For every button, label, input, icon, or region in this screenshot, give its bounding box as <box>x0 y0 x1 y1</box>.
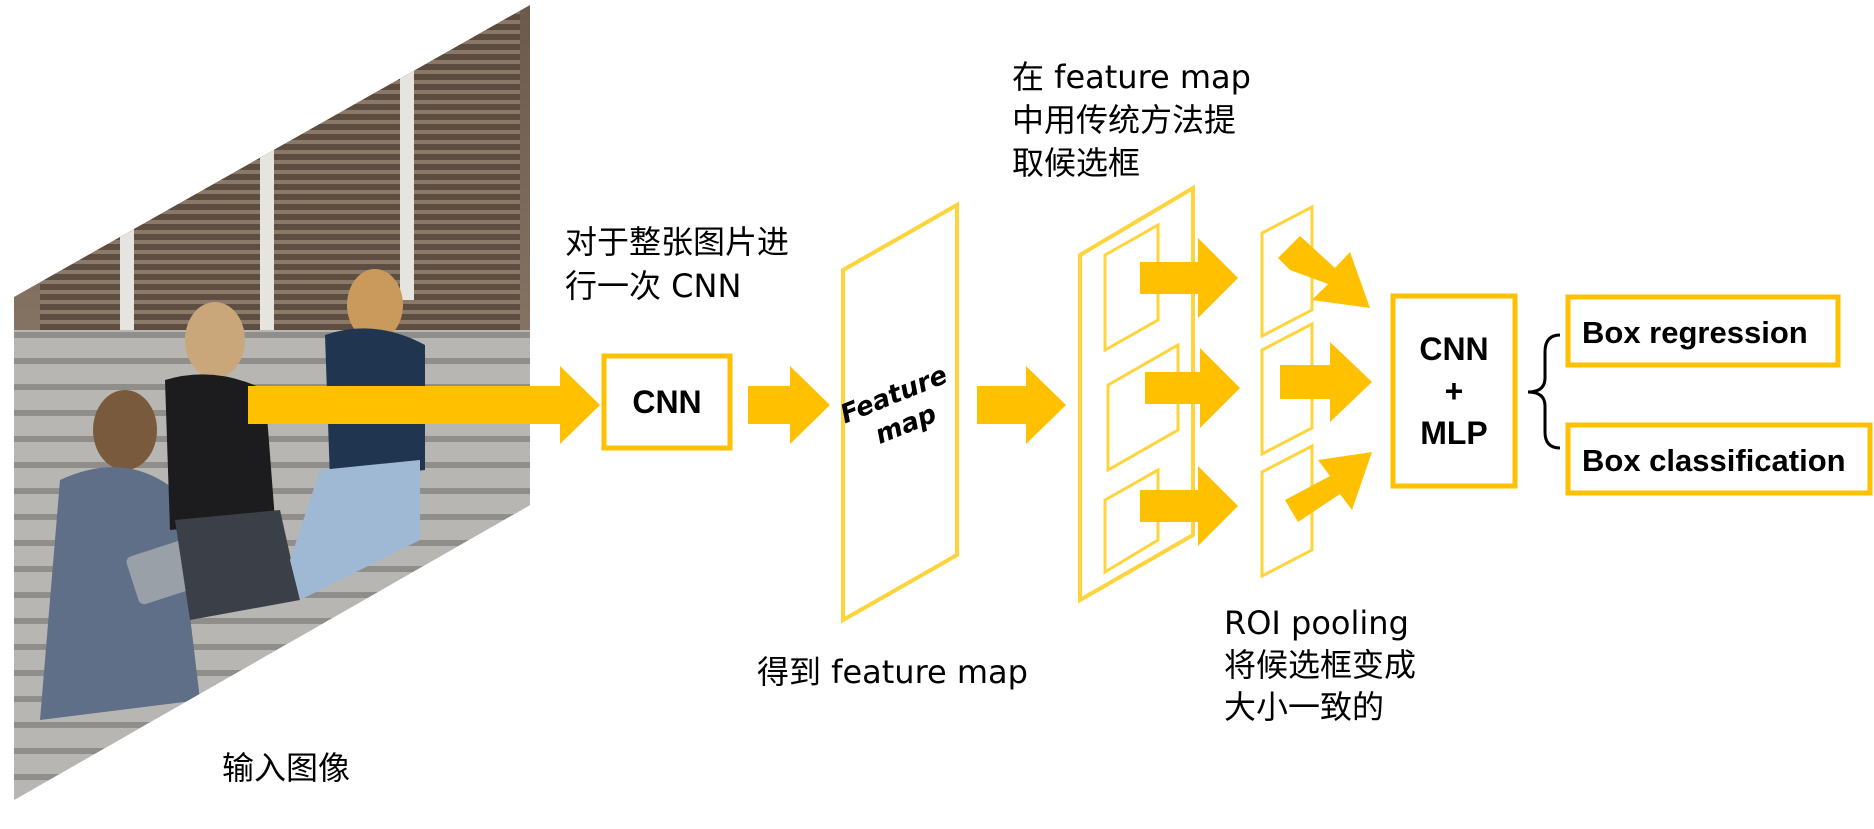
proposal-note-line1: 在 feature map <box>1012 58 1251 96</box>
arrow-image-to-cnn <box>248 366 600 444</box>
arrow-feature-map-to-proposals <box>977 366 1066 444</box>
roi-note-line3: 大小一致的 <box>1224 688 1384 726</box>
roi-box-3 <box>1260 443 1314 579</box>
box-classification <box>1565 422 1873 496</box>
arrow-proposal-2 <box>1145 348 1240 428</box>
proposal-note-line3: 取候选框 <box>1012 144 1140 182</box>
input-image-caption: 输入图像 <box>222 749 350 787</box>
arrow-cnn-to-feature-map <box>748 366 830 444</box>
get-feature-map-text: 得到 feature map <box>757 653 1028 691</box>
arrow-proposal-3 <box>1140 466 1238 546</box>
cnn-note-line2: 行一次 CNN <box>565 267 741 305</box>
output-brace <box>1527 333 1561 450</box>
roi-note-line2: 将候选框变成 <box>1224 646 1416 684</box>
proposal-note-line2: 中用传统方法提 <box>1012 101 1236 139</box>
feature-map-shape <box>841 201 959 624</box>
cnn-box <box>601 353 733 451</box>
arrow-roi-1 <box>1278 236 1370 308</box>
cnn-mlp-label-2: + <box>1445 373 1464 409</box>
box-classification-label: Box classification <box>1582 443 1846 478</box>
cnn-mlp-label-3: MLP <box>1420 415 1488 451</box>
roi-note-line1: ROI pooling <box>1224 604 1409 642</box>
cnn-box-label: CNN <box>632 384 701 420</box>
proposal-box-1 <box>1103 222 1160 353</box>
box-regression-label: Box regression <box>1582 315 1808 350</box>
box-regression <box>1565 294 1841 368</box>
arrow-roi-3 <box>1285 452 1372 522</box>
cnn-note-line1: 对于整张图片进 <box>565 223 789 261</box>
arrow-roi-2 <box>1280 342 1372 422</box>
cnn-mlp-box <box>1390 293 1518 489</box>
cnn-mlp-label-1: CNN <box>1419 331 1488 367</box>
arrow-proposal-1 <box>1140 238 1238 318</box>
